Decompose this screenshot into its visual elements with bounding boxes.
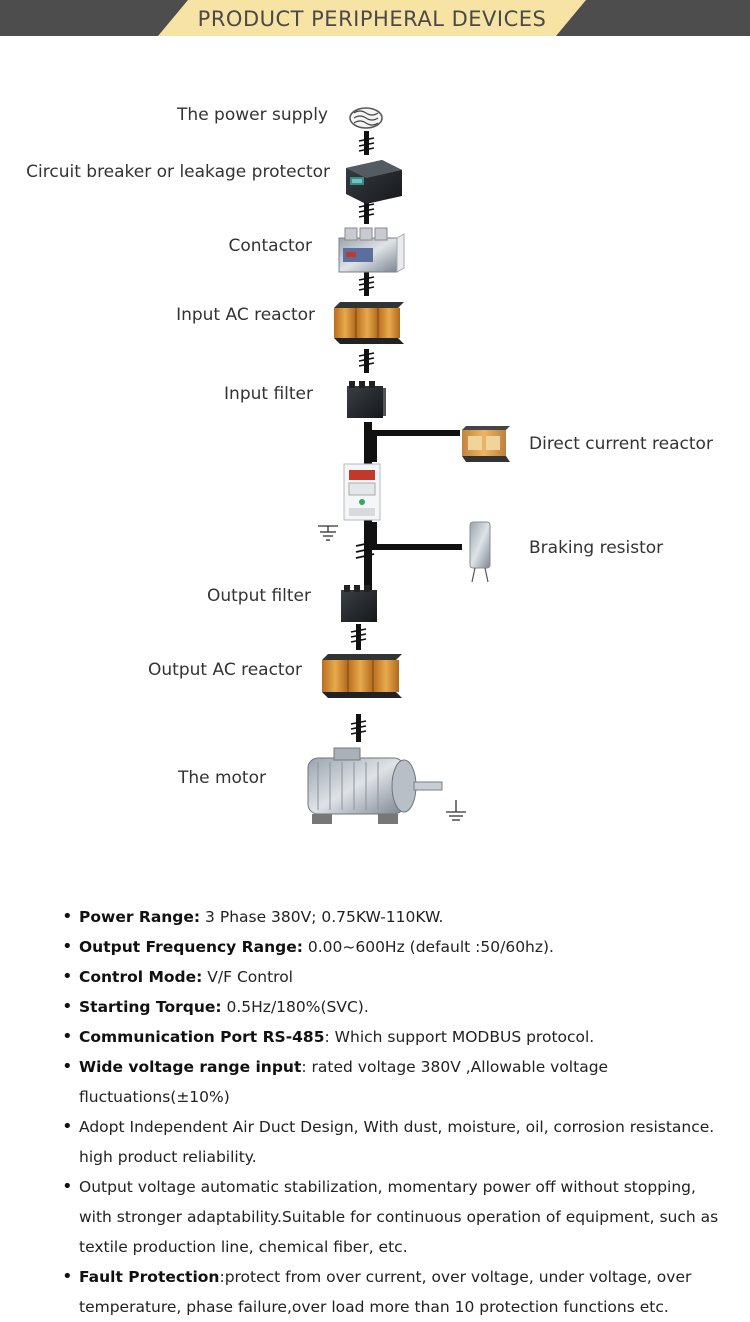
spec-item: Power Range: 3 Phase 380V; 0.75KW-110KW.	[62, 902, 722, 932]
spec-text: 3 Phase 380V; 0.75KW-110KW.	[200, 908, 444, 926]
braking-resistor-icon	[469, 521, 491, 583]
spec-item: Fault Protection:protect from over curre…	[62, 1262, 722, 1322]
label-dc-reactor: Direct current reactor	[529, 434, 713, 454]
spec-list: Power Range: 3 Phase 380V; 0.75KW-110KW.…	[62, 902, 722, 1322]
label-output-filter: Output filter	[206, 586, 311, 606]
inverter-icon	[343, 463, 381, 521]
label-power-supply: The power supply	[177, 105, 328, 125]
spec-label: Fault Protection	[79, 1268, 220, 1286]
cable-segments	[350, 131, 375, 742]
spec-label: Output Frequency Range:	[79, 938, 303, 956]
spec-item: Control Mode: V/F Control	[62, 962, 722, 992]
header-title-tab	[158, 0, 586, 36]
input-filter-icon	[347, 381, 386, 418]
motor-ground-icon	[446, 800, 466, 821]
label-contactor: Contactor	[228, 236, 312, 256]
spec-text: 0.00~600Hz (default :50/60hz).	[302, 938, 554, 956]
label-circuit-breaker: Circuit breaker or leakage protector	[26, 162, 330, 182]
spec-text: Output voltage automatic stabilization, …	[79, 1178, 719, 1256]
spec-item: Output Frequency Range: 0.00~600Hz (defa…	[62, 932, 722, 962]
label-output-ac-reactor: Output AC reactor	[148, 660, 302, 680]
input-ac-reactor-icon	[334, 302, 404, 344]
spec-label: Communication Port RS-485	[79, 1028, 325, 1046]
spec-label: Power Range:	[79, 908, 201, 926]
motor-icon	[307, 747, 443, 824]
dc-reactor-icon	[462, 426, 510, 462]
output-ac-reactor-icon	[322, 654, 402, 698]
spec-item: Wide voltage range input: rated voltage …	[62, 1052, 722, 1112]
braking-resistor-branch	[372, 522, 462, 550]
dc-reactor-branch	[372, 430, 460, 462]
spec-label: Control Mode:	[79, 968, 203, 986]
spec-text: 0.5Hz/180%(SVC).	[221, 998, 369, 1016]
label-braking-resistor: Braking resistor	[529, 538, 664, 558]
spec-text: : Which support MODBUS protocol.	[324, 1028, 595, 1046]
label-input-filter: Input filter	[224, 384, 313, 404]
output-filter-icon	[341, 585, 377, 622]
spec-item: Communication Port RS-485: Which support…	[62, 1022, 722, 1052]
spec-text: V/F Control	[202, 968, 293, 986]
circuit-breaker-icon	[346, 160, 402, 204]
ground-icon	[318, 525, 338, 541]
spec-item: Output voltage automatic stabilization, …	[62, 1172, 722, 1262]
spec-label: Wide voltage range input	[79, 1058, 302, 1076]
spec-item: Starting Torque: 0.5Hz/180%(SVC).	[62, 992, 722, 1022]
contactor-icon	[338, 227, 405, 273]
label-motor: The motor	[177, 768, 266, 788]
spec-label: Starting Torque:	[79, 998, 222, 1016]
spec-item: Adopt Independent Air Duct Design, With …	[62, 1112, 722, 1172]
spec-text: Adopt Independent Air Duct Design, With …	[79, 1118, 715, 1166]
spec-text: :protect from over current, over voltage…	[79, 1268, 692, 1316]
power-supply-icon	[349, 107, 383, 129]
label-input-ac-reactor: Input AC reactor	[176, 305, 315, 325]
peripheral-devices-diagram	[307, 107, 510, 824]
page-title: PRODUCT PERIPHERAL DEVICES	[197, 7, 547, 31]
spec-text: : rated voltage 380V ,Allowable voltage …	[79, 1058, 609, 1106]
